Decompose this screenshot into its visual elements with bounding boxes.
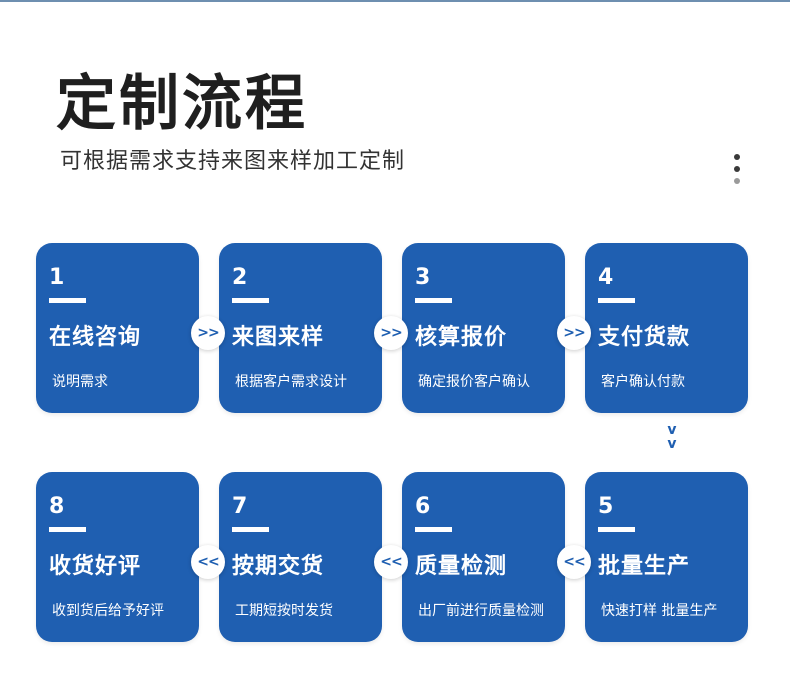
step-desc: 根据客户需求设计	[235, 374, 347, 390]
step-card-2: 2 来图来样 根据客户需求设计	[219, 243, 382, 413]
step-underline	[232, 298, 269, 303]
step-card-7: 7 按期交货 工期短按时发货	[219, 472, 382, 642]
step-number: 5	[598, 494, 614, 519]
step-underline	[415, 298, 452, 303]
forward-arrow-icon: >>	[374, 316, 408, 350]
step-desc: 说明需求	[52, 374, 108, 390]
step-name: 按期交货	[232, 554, 325, 579]
backward-arrow-icon: <<	[557, 545, 591, 579]
step-underline	[598, 298, 635, 303]
step-number: 8	[49, 494, 65, 519]
down-chevron: v	[667, 436, 677, 452]
step-card-5: 5 批量生产 快速打样 批量生产	[585, 472, 748, 642]
backward-arrow-icon: <<	[374, 545, 408, 579]
step-number: 2	[232, 265, 248, 290]
step-desc: 收到货后给予好评	[52, 603, 164, 619]
step-desc: 出厂前进行质量检测	[418, 603, 544, 619]
step-underline	[49, 298, 86, 303]
step-name: 收货好评	[49, 554, 142, 579]
step-name: 在线咨询	[49, 325, 142, 350]
step-number: 1	[49, 265, 65, 290]
step-name: 核算报价	[415, 325, 508, 350]
step-underline	[232, 527, 269, 532]
step-number: 7	[232, 494, 248, 519]
step-name: 来图来样	[232, 325, 325, 350]
step-underline	[415, 527, 452, 532]
step-card-1: 1 在线咨询 说明需求	[36, 243, 199, 413]
down-arrow-icon: v v	[662, 423, 682, 457]
step-card-6: 6 质量检测 出厂前进行质量检测	[402, 472, 565, 642]
page-subtitle: 可根据需求支持来图来样加工定制	[60, 149, 406, 174]
dot	[734, 166, 740, 172]
step-name: 支付货款	[598, 325, 691, 350]
step-desc: 快速打样 批量生产	[601, 603, 718, 619]
step-name: 批量生产	[598, 554, 691, 579]
step-desc: 确定报价客户确认	[418, 374, 530, 390]
step-underline	[598, 527, 635, 532]
forward-arrow-icon: >>	[557, 316, 591, 350]
step-card-4: 4 支付货款 客户确认付款	[585, 243, 748, 413]
step-number: 4	[598, 265, 614, 290]
step-desc: 客户确认付款	[601, 374, 685, 390]
top-divider	[0, 0, 790, 2]
step-underline	[49, 527, 86, 532]
dot	[734, 178, 740, 184]
backward-arrow-icon: <<	[191, 545, 225, 579]
more-options-icon[interactable]	[731, 154, 743, 190]
step-desc: 工期短按时发货	[235, 603, 333, 619]
forward-arrow-icon: >>	[191, 316, 225, 350]
step-card-8: 8 收货好评 收到货后给予好评	[36, 472, 199, 642]
page-title: 定制流程	[56, 69, 308, 139]
step-number: 3	[415, 265, 431, 290]
step-name: 质量检测	[415, 554, 508, 579]
step-number: 6	[415, 494, 431, 519]
dot	[734, 154, 740, 160]
step-card-3: 3 核算报价 确定报价客户确认	[402, 243, 565, 413]
down-chevron: v	[667, 422, 677, 438]
